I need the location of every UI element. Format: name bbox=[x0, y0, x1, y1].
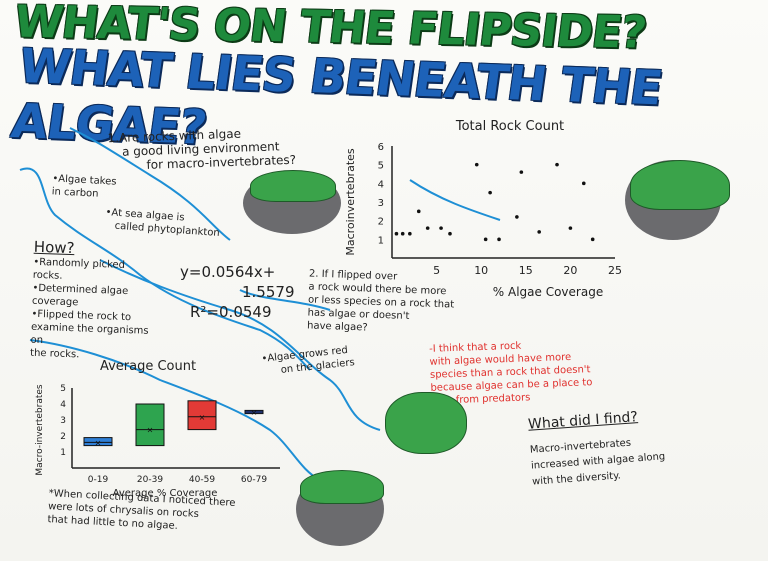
rock-algae-covered bbox=[385, 392, 467, 454]
box-category-label: 60-79 bbox=[241, 475, 267, 485]
scatter-y-tick: 1 bbox=[378, 235, 384, 246]
algae-patch bbox=[300, 470, 384, 504]
regression-equation: y=0.0564x+ 1.5579 R²=0.0549 bbox=[180, 262, 295, 322]
scatter-y-tick: 4 bbox=[378, 179, 384, 190]
scatter-y-label: Macroinvertebrates bbox=[344, 148, 357, 256]
scatter-point bbox=[537, 230, 541, 234]
box-y-tick: 4 bbox=[60, 400, 66, 410]
box-y-tick: 1 bbox=[60, 448, 66, 458]
algae-patch bbox=[630, 160, 730, 210]
scatter-x-tick: 10 bbox=[474, 264, 488, 277]
scatter-y-tick: 3 bbox=[378, 198, 384, 209]
scatter-point bbox=[519, 170, 524, 174]
box-category-label: 40-59 bbox=[189, 475, 215, 485]
box-0-19 bbox=[83, 437, 113, 447]
box-20-39 bbox=[135, 403, 165, 447]
box-title: Average Count bbox=[100, 360, 196, 374]
box-mean-marker: × bbox=[147, 426, 154, 435]
box-y-tick: 2 bbox=[60, 432, 66, 442]
box-mean-marker: × bbox=[95, 438, 102, 447]
box-chart: Average Count Macro-invertebrates Averag… bbox=[35, 360, 280, 499]
box-x-label: Average % Coverage bbox=[113, 488, 218, 499]
scatter-point bbox=[416, 209, 421, 214]
scatter-point bbox=[394, 231, 399, 236]
r-squared: R²=0.0549 bbox=[190, 303, 272, 321]
box-y-label: Macro-invertebrates bbox=[35, 384, 45, 475]
scatter-point bbox=[400, 231, 405, 236]
scatter-y-tick: 5 bbox=[378, 161, 384, 172]
fact-carbon: •Algae takes in carbon bbox=[51, 172, 116, 201]
algae-patch bbox=[250, 170, 336, 202]
scatter-point bbox=[581, 181, 586, 186]
scatter-point bbox=[439, 226, 443, 230]
scatter-y-tick: 2 bbox=[378, 217, 384, 228]
scatter-chart: Total Rock Count Macroinvertebrates % Al… bbox=[344, 119, 622, 299]
scatter-x-tick: 5 bbox=[433, 264, 440, 277]
equation-line: y=0.0564x+ bbox=[180, 263, 276, 281]
scatter-point bbox=[408, 231, 412, 236]
scatter-title: Total Rock Count bbox=[455, 119, 564, 134]
scatter-y-tick: 6 bbox=[378, 142, 384, 153]
scatter-point bbox=[568, 226, 573, 230]
scatter-point bbox=[448, 231, 452, 236]
scatter-point bbox=[488, 190, 492, 195]
scatter-x-tick: 25 bbox=[608, 264, 622, 277]
scatter-x-label: % Algae Coverage bbox=[493, 285, 603, 299]
box-y-tick: 3 bbox=[60, 416, 66, 426]
scatter-point bbox=[555, 162, 559, 167]
scatter-point bbox=[425, 226, 430, 230]
scatter-point bbox=[515, 215, 519, 219]
question-1: 1.Are rocks with algae a good living env… bbox=[107, 125, 296, 174]
scatter-point bbox=[474, 162, 479, 167]
box-category-label: 20-39 bbox=[137, 475, 163, 485]
box-y-tick: 5 bbox=[60, 384, 66, 394]
scatter-point bbox=[590, 237, 595, 242]
scatter-point bbox=[483, 237, 488, 242]
scatter-x-tick: 15 bbox=[519, 264, 533, 277]
box-category-label: 0-19 bbox=[88, 475, 109, 485]
box-mean-marker: × bbox=[199, 413, 206, 422]
scatter-x-tick: 20 bbox=[563, 264, 577, 277]
scatter-point bbox=[497, 237, 501, 242]
box-mean-marker: × bbox=[251, 408, 258, 417]
equation-line: 1.5579 bbox=[242, 283, 295, 301]
box-40-59 bbox=[187, 400, 217, 431]
